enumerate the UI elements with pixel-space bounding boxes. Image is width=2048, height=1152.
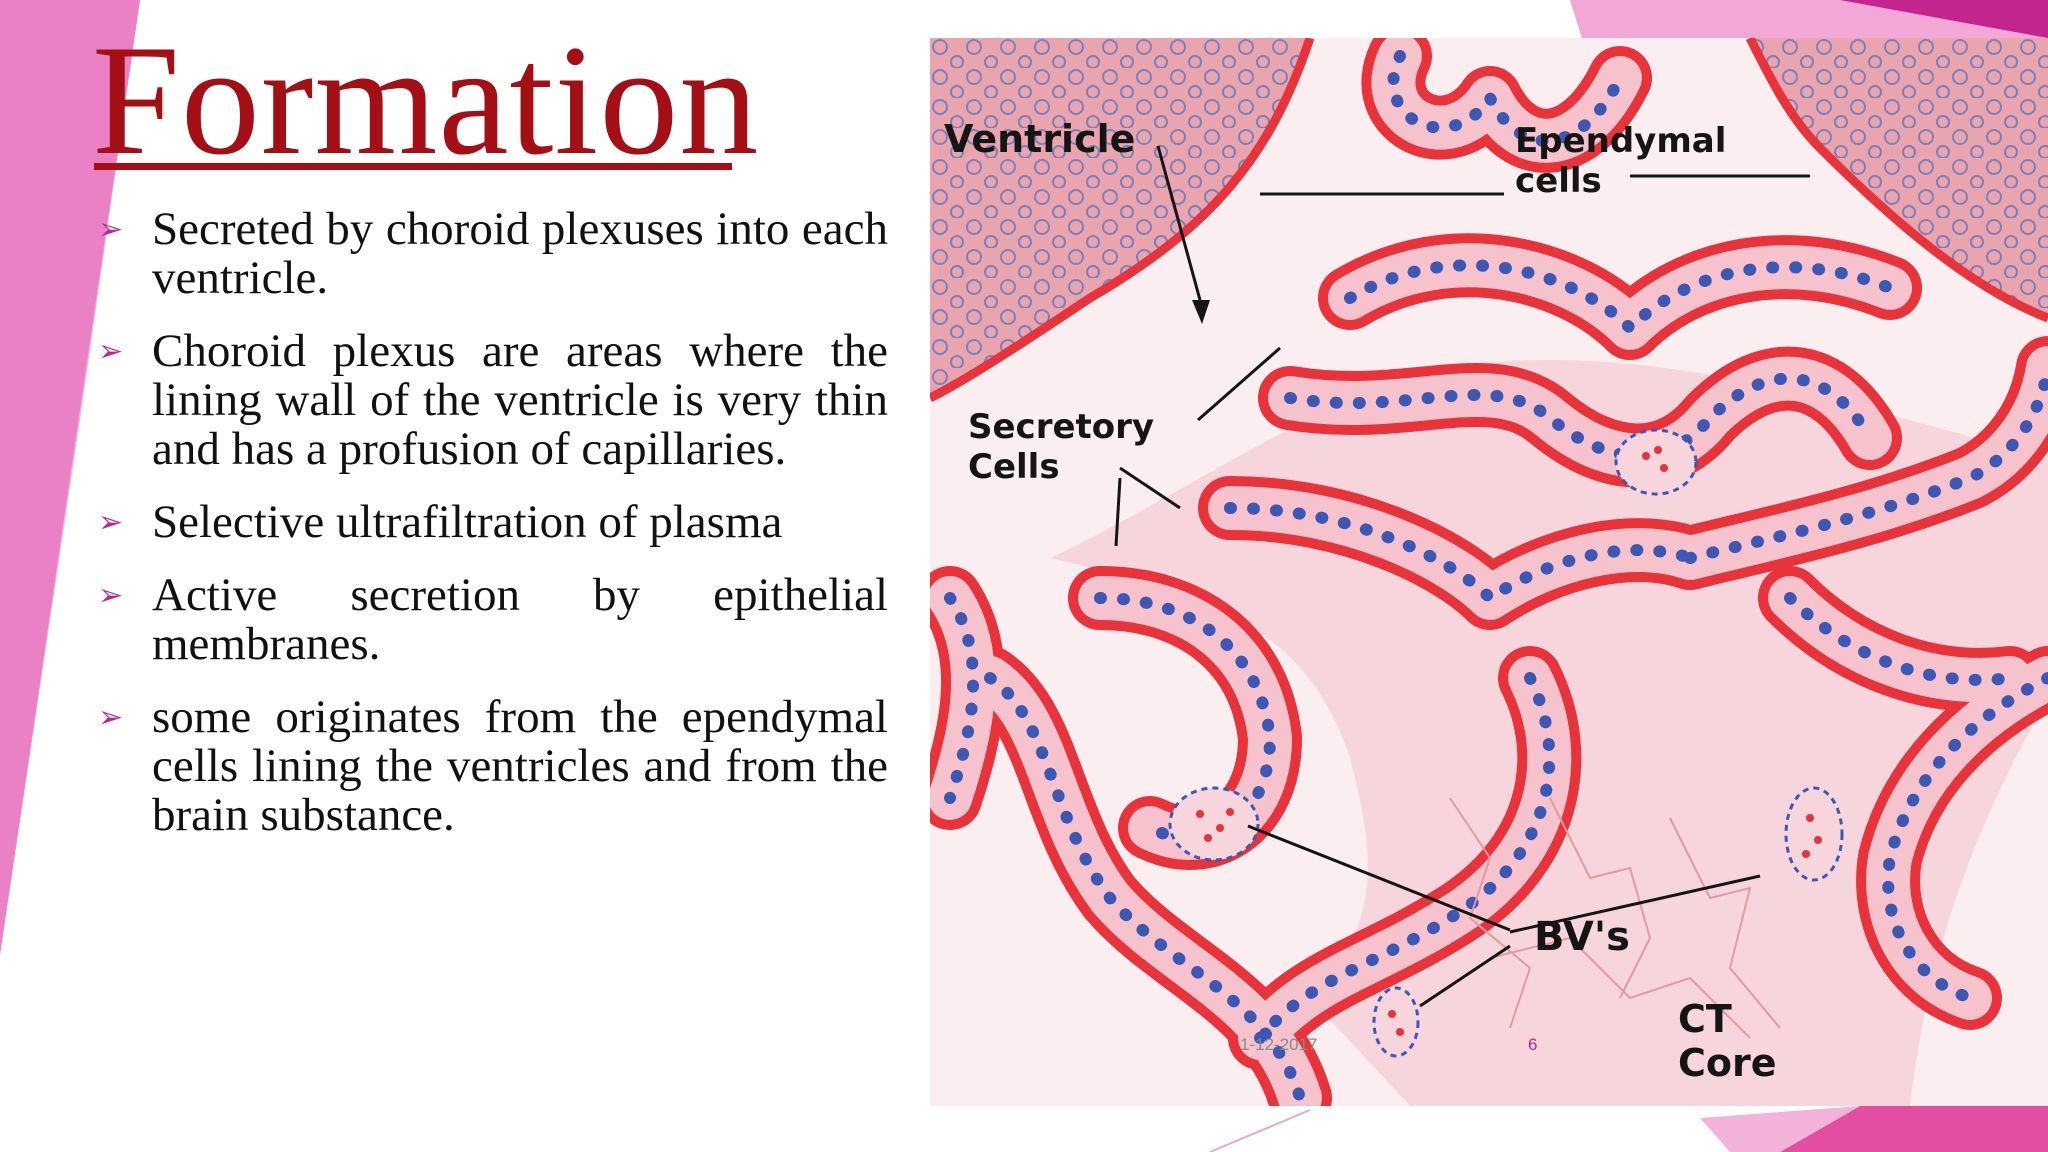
arrow-bullet-icon: ➢ [98, 505, 124, 540]
arrow-bullet-icon: ➢ [98, 578, 124, 613]
label-bvs: BV's [1534, 914, 1630, 960]
ct-core-fibers [1449, 797, 1781, 1039]
bullet-item: ➢ Secreted by choroid plexuses into each… [98, 205, 888, 303]
label-ependymal: Ependymal [1515, 121, 1726, 161]
bullet-text: some originates from the ependymal cells… [152, 691, 888, 841]
choroid-plexus-figure: Ventricle Ependymal cells Secretory Cell… [930, 38, 2048, 1106]
label-secretory-cells: Cells [968, 447, 1060, 487]
footer-date: 1-12-2017 [1240, 1035, 1318, 1054]
arrow-bullet-icon: ➢ [98, 700, 124, 735]
arrow-bullet-icon: ➢ [98, 334, 124, 369]
bullet-item: ➢ Choroid plexus are areas where the lin… [98, 327, 888, 474]
bullet-text: Secreted by choroid plexuses into each v… [152, 203, 888, 304]
arrow-bullet-icon: ➢ [98, 212, 124, 247]
slide-title: Formation [92, 13, 760, 188]
label-core: Core [1678, 1041, 1777, 1085]
label-ependymal-cells: cells [1515, 161, 1602, 201]
title-underline [94, 163, 732, 170]
bullet-text: Active secretion by epithelial membranes… [152, 569, 888, 670]
bullet-item: ➢ Active secretion by epithelial membran… [98, 571, 888, 669]
label-ct: CT [1678, 997, 1732, 1041]
bullet-text: Selective ultrafiltration of plasma [152, 496, 783, 548]
bullet-text: Choroid plexus are areas where the linin… [152, 325, 888, 475]
label-secretory: Secretory [968, 407, 1154, 447]
bullet-item: ➢ some originates from the ependymal cel… [98, 693, 888, 840]
label-ventricle: Ventricle [944, 117, 1135, 161]
bullet-item: ➢ Selective ultrafiltration of plasma [98, 498, 888, 547]
slide-number: 6 [1528, 1035, 1538, 1054]
blood-vessels [1168, 428, 1844, 1058]
bullet-list: ➢ Secreted by choroid plexuses into each… [98, 205, 888, 864]
choroid-plexus-illustration: Ventricle Ependymal cells Secretory Cell… [930, 38, 2048, 1106]
